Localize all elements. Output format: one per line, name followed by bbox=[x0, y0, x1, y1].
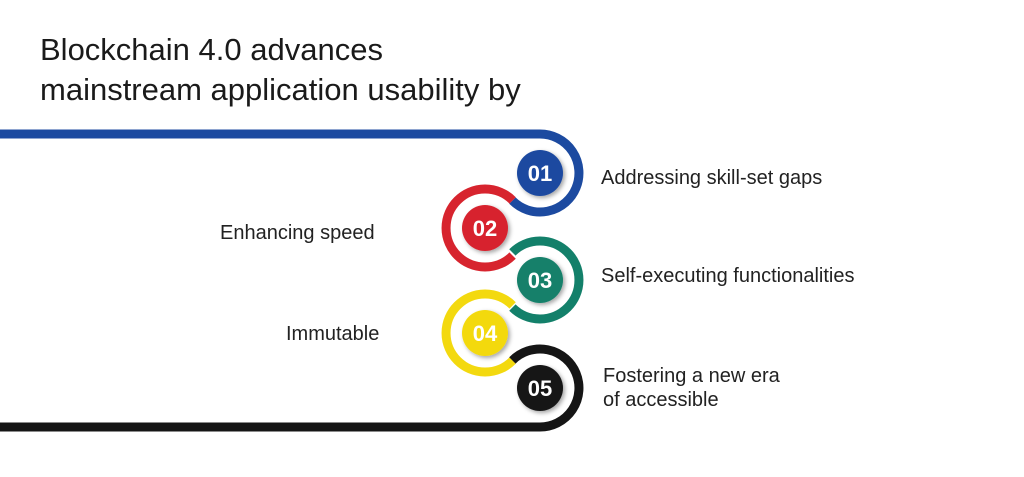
page-title: Blockchain 4.0 advances mainstream appli… bbox=[40, 30, 521, 110]
step-badge-03: 03 bbox=[517, 257, 563, 303]
step-badge-05: 05 bbox=[517, 365, 563, 411]
step-label-05-line-2: of accessible bbox=[603, 389, 719, 411]
black-path bbox=[0, 344, 584, 432]
step-number: 03 bbox=[528, 268, 552, 293]
step-disc bbox=[517, 150, 563, 196]
step-badge-02: 02 bbox=[462, 205, 508, 251]
step-label-05-line-1: Fostering a new era bbox=[603, 365, 780, 387]
step-label-02: Enhancing speed bbox=[220, 222, 375, 244]
step-disc bbox=[517, 257, 563, 303]
step-number: 05 bbox=[528, 376, 552, 401]
step-disc bbox=[462, 205, 508, 251]
yellow-ring bbox=[441, 289, 516, 377]
step-badge-01: 01 bbox=[517, 150, 563, 196]
step-badge-04: 04 bbox=[462, 310, 508, 356]
step-label-01: Addressing skill-set gaps bbox=[601, 167, 823, 189]
step-number: 01 bbox=[528, 161, 552, 186]
step-label-04: Immutable bbox=[286, 323, 380, 345]
step-number: 02 bbox=[473, 216, 497, 241]
title-line-2: mainstream application usability by bbox=[40, 72, 521, 107]
title-line-1: Blockchain 4.0 advances bbox=[40, 32, 383, 67]
step-label-03: Self-executing functionalities bbox=[601, 265, 855, 287]
red-ring bbox=[441, 184, 516, 272]
green-ring bbox=[509, 236, 584, 324]
step-disc bbox=[462, 310, 508, 356]
step-label-05: Fostering a new era of accessible bbox=[603, 364, 780, 412]
step-disc bbox=[517, 365, 563, 411]
blue-path bbox=[0, 129, 584, 217]
step-number: 04 bbox=[473, 321, 498, 346]
